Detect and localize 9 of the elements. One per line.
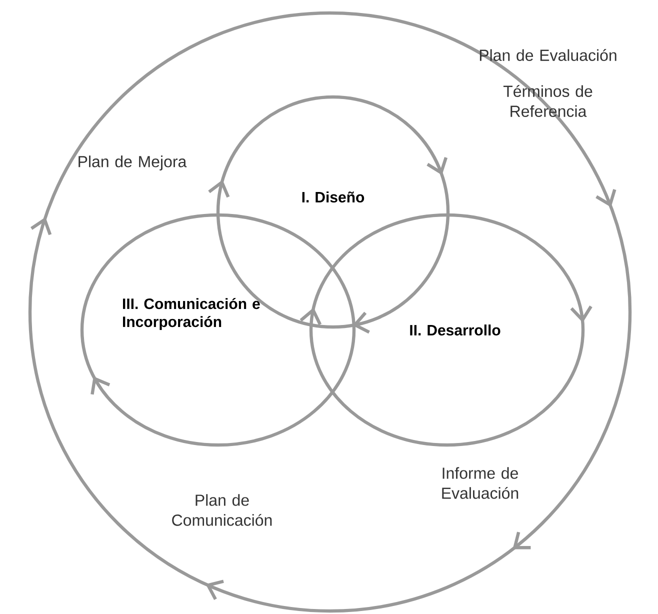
phase-label: Plan de Evaluación bbox=[480, 49, 616, 61]
phase-label: Términos de Referencia bbox=[503, 85, 592, 117]
phase-label: Informe de Evaluación bbox=[442, 467, 518, 499]
stage-label: III. Comunicación e Incorporación bbox=[123, 298, 260, 330]
phase-label: Plan de Comunicación bbox=[172, 494, 272, 526]
stage-label: II. Desarrollo bbox=[410, 324, 500, 336]
phase-label: Plan de Mejora bbox=[78, 156, 187, 170]
cycle-circle bbox=[28, 11, 632, 613]
stage-label: I. Diseño bbox=[302, 192, 364, 202]
